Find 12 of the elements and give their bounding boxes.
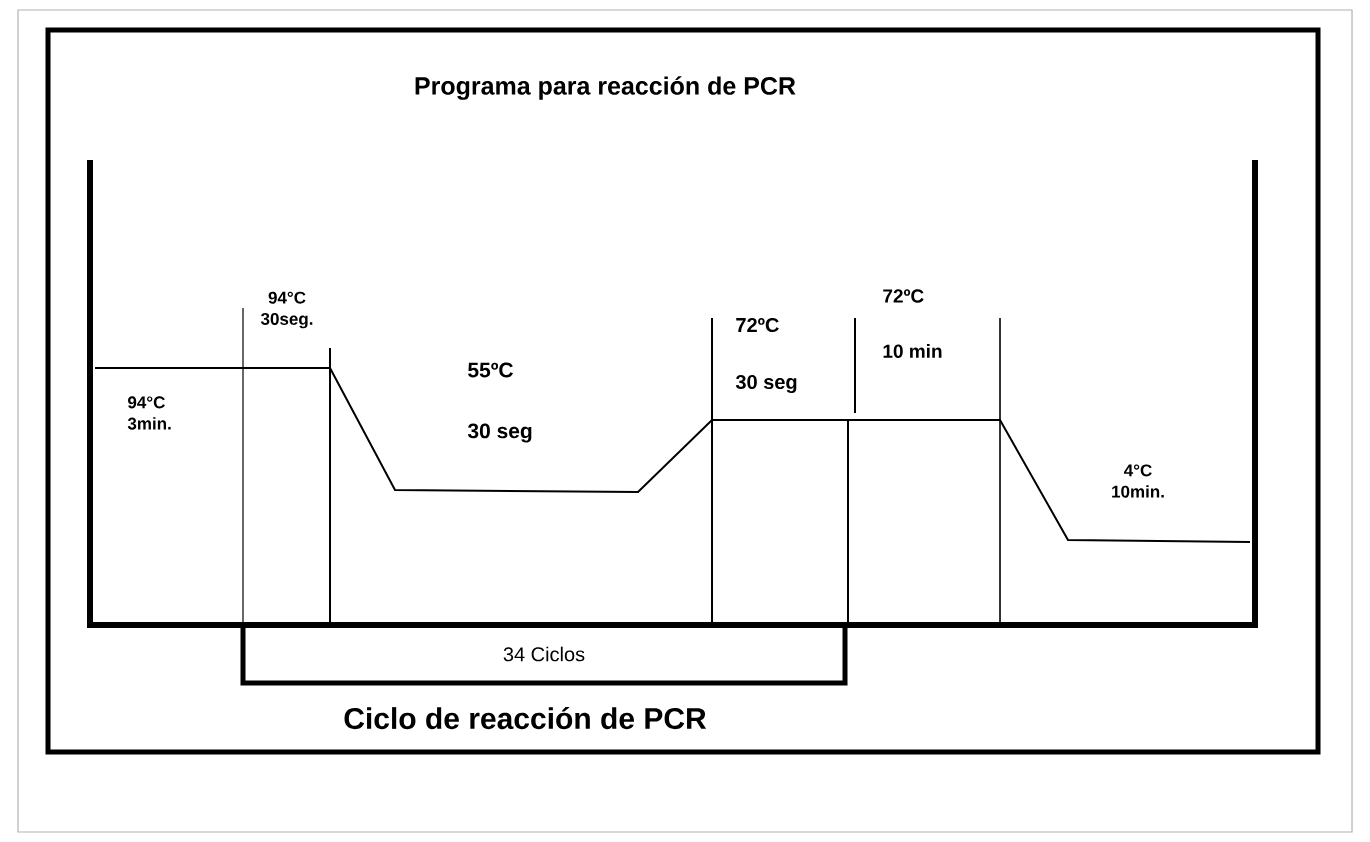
- step-label: 94°C 30seg.: [260, 291, 313, 329]
- step-label: 55ºC: [468, 362, 513, 378]
- step-label: 72ºC: [736, 317, 779, 333]
- step-label: 30 seg: [467, 423, 532, 443]
- cycle-box: 34 Ciclos: [240, 622, 848, 686]
- step-label: 4°C 10min.: [1112, 464, 1164, 498]
- title: Programa para reacción de PCR: [415, 76, 796, 100]
- step-label: 30 seg: [735, 374, 797, 394]
- step-label: 94°C 3min.: [127, 396, 171, 430]
- caption: Ciclo de reacción de PCR: [344, 706, 707, 730]
- step-label: 72ºC: [883, 289, 924, 303]
- step-label: 10 min: [883, 344, 942, 358]
